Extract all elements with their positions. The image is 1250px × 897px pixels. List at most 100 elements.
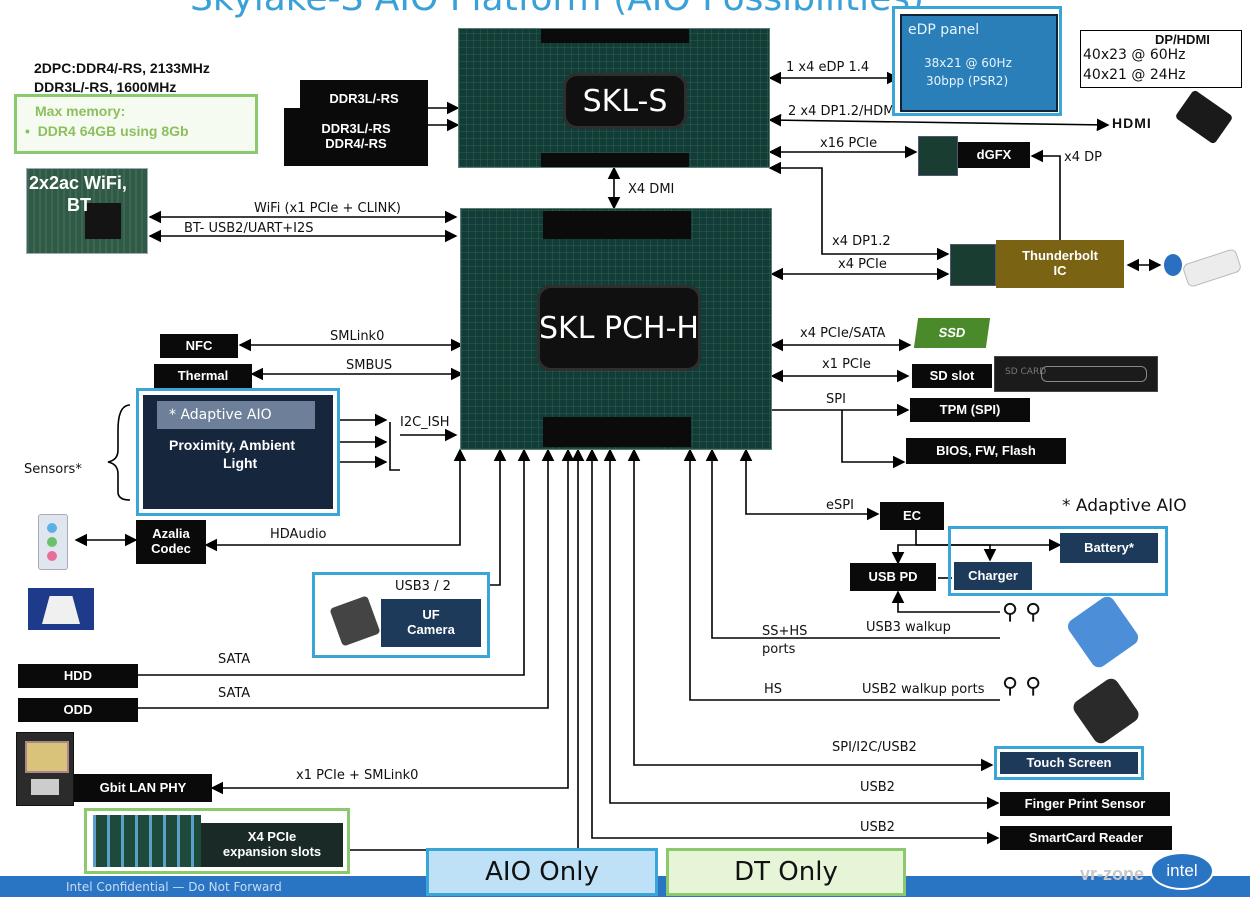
edp-panel-line2: 30bpp (PSR2) — [926, 74, 1009, 88]
gbit-lan-phy: Gbit LAN PHY — [74, 774, 212, 802]
legend-aio-only: AIO Only — [426, 848, 658, 896]
wifi-link-label: WiFi (x1 PCIe + CLINK) — [254, 201, 402, 216]
watermark: vr-zone — [1080, 864, 1145, 884]
smbus-label: SMBUS — [346, 358, 393, 373]
pch-label: SKL PCH-H — [537, 285, 701, 371]
uf-camera-block: UF Camera — [381, 599, 481, 647]
max-memory-value: DDR4 64GB using 8Gb — [37, 123, 189, 139]
tpm-block: TPM (SPI) — [910, 398, 1030, 422]
thunderbolt-icon — [1164, 254, 1182, 276]
camera-line1: UF — [422, 607, 440, 623]
usb2-walkup-icon: ⚲ ⚲ — [1002, 674, 1042, 699]
usb3-2-label: USB3 / 2 — [395, 579, 451, 594]
pcie-slots-label: X4 PCIe expansion slots — [201, 823, 343, 867]
dp-hdmi-link-label: 2 x4 DP1.2/HDMI 1.4 — [788, 104, 924, 119]
memory-spec-2: DDR3L/-RS, 1600MHz — [34, 79, 177, 95]
x4pcie-label: x4 PCIe — [838, 257, 887, 272]
pcie-slots-line1: X4 PCIe — [247, 829, 297, 845]
dp12-label: x4 DP1.2 — [832, 234, 891, 249]
edp-panel-line1: 38x21 @ 60Hz — [924, 56, 1012, 70]
intel-logo-text: intel — [1166, 861, 1198, 880]
audio-jack-icon — [38, 514, 68, 570]
memory-spec-1: 2DPC:DDR4/-RS, 2133MHz — [34, 60, 210, 76]
edp-link-label: 1 x4 eDP 1.4 — [786, 60, 870, 75]
dimm-front-line1: DDR3L/-RS — [321, 121, 391, 137]
adaptive-aio-note: * Adaptive AIO — [1062, 496, 1187, 516]
dp-hdmi-title: DP/HDMI — [1155, 32, 1210, 47]
battery-block: Battery* — [1060, 533, 1158, 563]
wifi-label-1: 2x2ac WiFi, — [29, 173, 127, 193]
nfc-block: NFC — [160, 334, 238, 358]
bt-link-label: BT- USB2/UART+I2S — [184, 221, 314, 236]
dimm-front-line2: DDR4/-RS — [325, 136, 387, 151]
hdaudio-label: HDAudio — [270, 527, 327, 542]
dimm-front: DDR3L/-RS DDR4/-RS — [284, 108, 428, 166]
usb3walk-label: USB3 walkup — [866, 620, 951, 635]
hdd-block: HDD — [18, 664, 138, 688]
camera-icon — [329, 595, 381, 647]
ssd-icon: SSD — [913, 318, 991, 348]
spi-i2c-usb2-label: SPI/I2C/USB2 — [832, 740, 917, 755]
dmi-label: X4 DMI — [628, 182, 675, 197]
wifi-module: 2x2ac WiFi, BT — [26, 168, 148, 254]
ec-block: EC — [880, 502, 944, 530]
fingerprint-block: Finger Print Sensor — [1000, 792, 1170, 816]
sata-label-1: SATA — [218, 652, 251, 667]
ethernet-port-icon — [16, 732, 74, 806]
sd-card-text: SD CARD — [1005, 367, 1047, 377]
dgfx-chip-icon — [918, 136, 958, 176]
bios-block: BIOS, FW, Flash — [906, 438, 1066, 464]
sd-card-reader-icon: SD CARD — [994, 356, 1158, 392]
azalia-codec: Azalia Codec — [136, 520, 206, 564]
azalia-line1: Azalia — [152, 526, 190, 542]
max-memory-box: Max memory: • DDR4 64GB using 8Gb — [14, 94, 258, 154]
usb2-label-b: USB2 — [860, 820, 895, 835]
touch-screen-block: Touch Screen — [1000, 752, 1138, 774]
sata-label-2: SATA — [218, 686, 251, 701]
usb2-label-a: USB2 — [860, 780, 895, 795]
wifi-label-2: BT — [67, 195, 91, 215]
edp-panel: eDP panel 38x21 @ 60Hz 30bpp (PSR2) — [892, 6, 1062, 116]
camera-line2: Camera — [407, 622, 455, 637]
ports-label: ports — [762, 642, 796, 657]
usb2walk-label: USB2 walkup ports — [862, 682, 985, 697]
i2c-label: I2C_ISH — [400, 415, 450, 430]
legend-dt-text: DT Only — [734, 857, 838, 887]
pcie-slots-box: X4 PCIe expansion slots — [84, 808, 350, 874]
dgfx-block: dGFX — [958, 142, 1030, 168]
pch-chip: SKL PCH-H — [460, 208, 772, 450]
cpu-chip: SKL-S — [458, 28, 770, 168]
sensors-line1: Proximity, Ambient — [169, 437, 296, 453]
hs-label: HS — [764, 682, 783, 697]
sensors-adaptive-tag: * Adaptive AIO — [157, 401, 315, 429]
sensors-box: * Adaptive AIO Proximity, Ambient Light — [136, 388, 340, 516]
usb3-walkup-icon: ⚲ ⚲ — [1002, 600, 1042, 625]
thunderbolt-line2: IC — [1053, 263, 1067, 278]
camera-box: USB3 / 2 UF Camera — [312, 572, 490, 658]
page-title: Skylake-S AIO Platform (AIO Possibilitie… — [190, 0, 924, 19]
pcie-slots-line2: expansion slots — [222, 844, 322, 859]
sensors-adaptive-text: * Adaptive AIO — [169, 407, 272, 423]
charger-block: Charger — [954, 562, 1032, 590]
touch-screen-outline — [994, 746, 1144, 780]
sshs-label: SS+HS — [762, 624, 808, 639]
lan-link-label: x1 PCIe + SMLink0 — [296, 768, 419, 783]
dp-hdmi-line1: 40x23 @ 60Hz — [1083, 47, 1186, 63]
thunderbolt-ic: Thunderbolt IC — [996, 240, 1124, 288]
hdmi-logo: HDMI — [1112, 115, 1152, 131]
smartcard-block: SmartCard Reader — [1000, 826, 1172, 850]
pcie16-label: x16 PCIe — [820, 136, 878, 151]
max-memory-heading: Max memory: — [35, 103, 126, 119]
cpu-label: SKL-S — [563, 73, 687, 129]
thermal-block: Thermal — [154, 364, 252, 388]
dp-hdmi-line2: 40x21 @ 24Hz — [1083, 67, 1186, 83]
pcie-slot-icon — [93, 815, 201, 867]
edp-panel-title: eDP panel — [908, 22, 980, 38]
odd-block: ODD — [18, 698, 138, 722]
x1pcie-label: x1 PCIe — [822, 357, 871, 372]
usb-pd-block: USB PD — [850, 563, 936, 591]
sensors-line2: Light — [223, 455, 258, 471]
max-memory-item: • DDR4 64GB using 8Gb — [25, 123, 189, 139]
adaptive-power-box — [948, 526, 1168, 596]
